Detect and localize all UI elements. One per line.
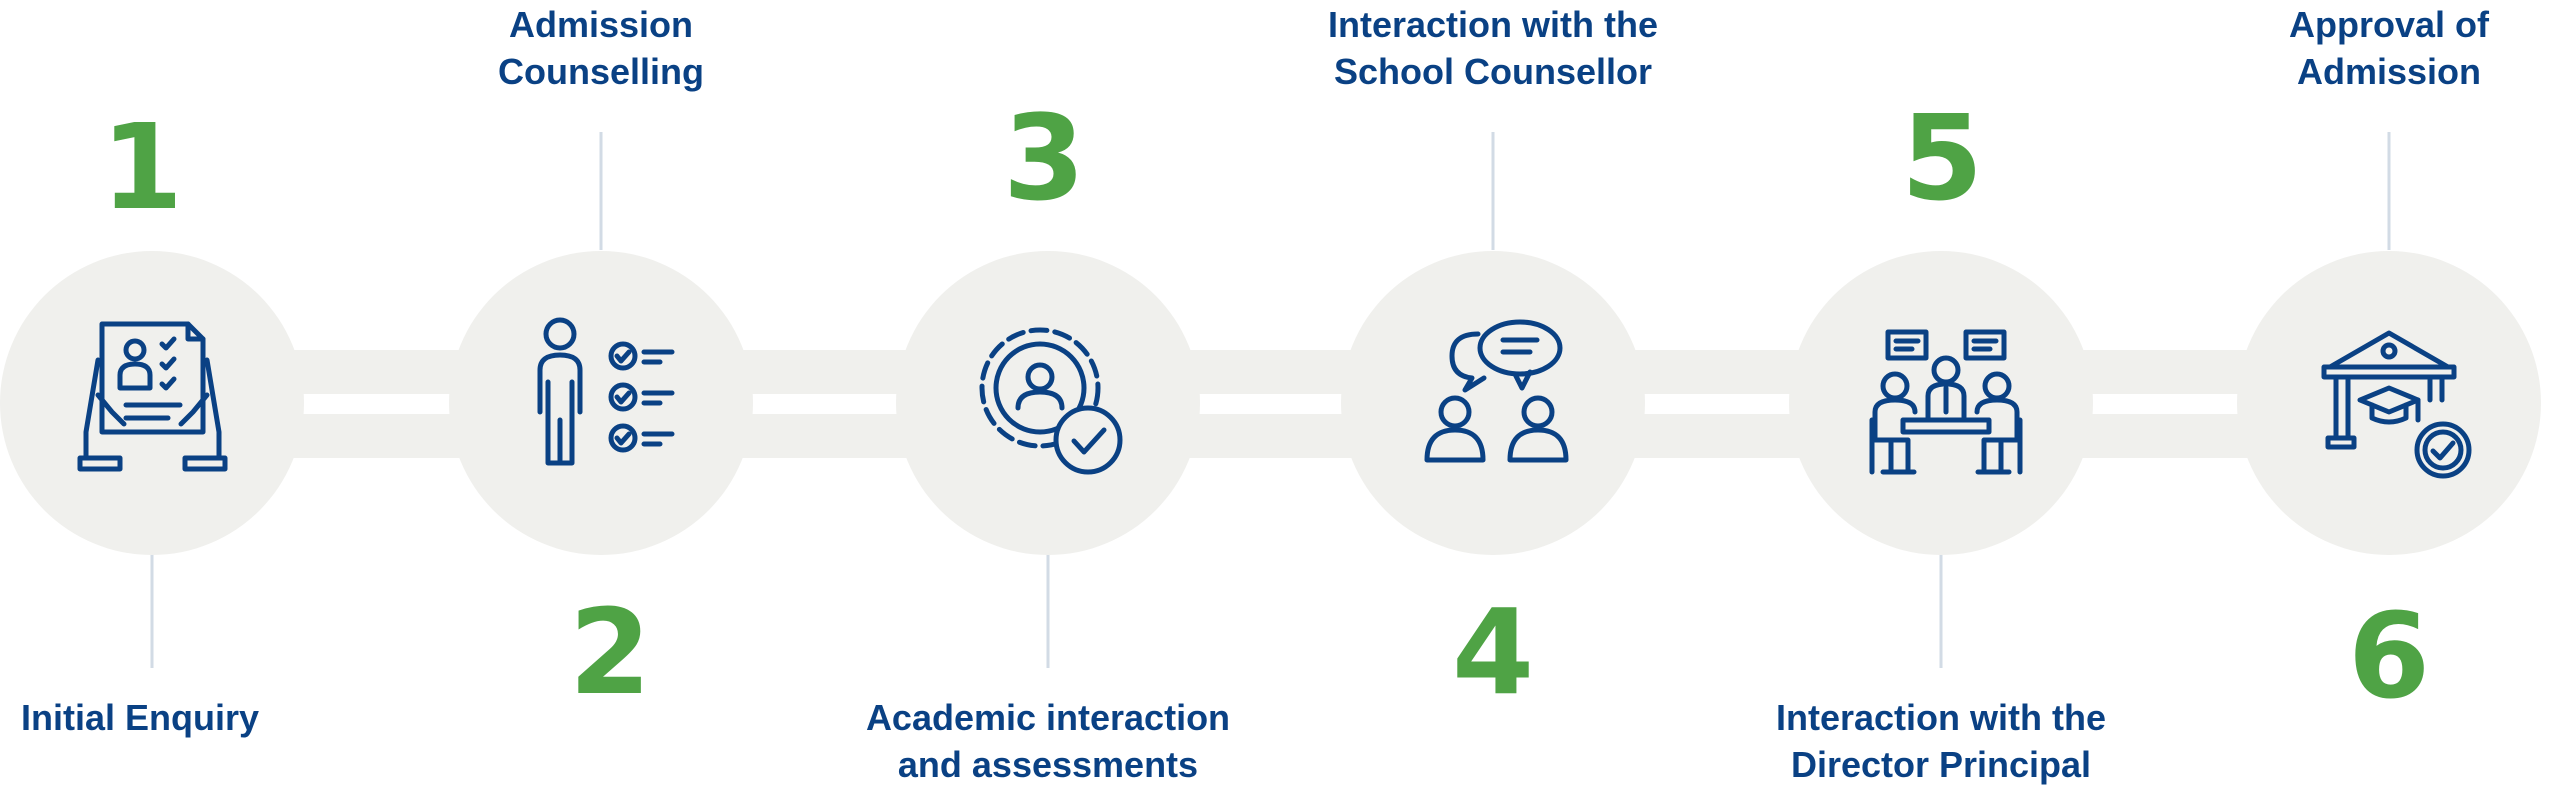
step-number-2: 2 xyxy=(568,583,652,721)
leader-lines xyxy=(150,132,2391,668)
step-label-1-line-1: Initial Enquiry xyxy=(20,697,260,738)
gear-person-check-icon xyxy=(979,327,1123,475)
step-circle-6 xyxy=(2237,251,2541,555)
step-number-3: 3 xyxy=(1002,89,1086,227)
step-circle-5 xyxy=(1789,251,2093,555)
step-number-5: 5 xyxy=(1900,89,1984,227)
document-form-hands-icon xyxy=(77,321,228,472)
step-label-2-line-2: Counselling xyxy=(498,51,704,92)
step-label-3-line-1: Academic interaction xyxy=(865,697,1231,738)
step-circle-2 xyxy=(449,251,753,555)
people-conversation-icon xyxy=(1424,319,1569,463)
step-label-4-line-1: Interaction with the xyxy=(1327,4,1658,45)
step-label-6-line-2: Admission xyxy=(2296,51,2482,92)
step-circle-3 xyxy=(896,251,1200,555)
step-label-6-line-1: Approval of xyxy=(2288,4,2489,45)
step-bubbles xyxy=(0,251,2541,555)
step-label-5-line-2: Director Principal xyxy=(1790,744,2092,785)
step-number-4: 4 xyxy=(1451,583,1535,721)
step-label-3-line-2: and assessments xyxy=(897,744,1199,785)
step-label-6: Approval of Admission xyxy=(2179,1,2560,95)
meeting-table-icon xyxy=(1869,329,2023,475)
step-label-5: Interaction with the Director Principal xyxy=(1731,694,2151,788)
person-checklist-icon xyxy=(537,317,675,466)
step-number-6: 6 xyxy=(2347,587,2431,725)
step-label-2-line-1: Admission xyxy=(508,4,694,45)
step-label-5-line-1: Interaction with the xyxy=(1775,697,2106,738)
school-building-check-icon xyxy=(2321,330,2472,479)
step-label-3: Academic interaction and assessments xyxy=(838,694,1258,788)
step-label-2: Admission Counselling xyxy=(391,1,811,95)
step-number-1: 1 xyxy=(100,98,184,236)
step-label-1: Initial Enquiry xyxy=(0,694,350,741)
step-circle-4 xyxy=(1341,251,1645,555)
step-label-4: Interaction with the School Counsellor xyxy=(1283,1,1703,95)
step-label-4-line-2: School Counsellor xyxy=(1333,51,1653,92)
